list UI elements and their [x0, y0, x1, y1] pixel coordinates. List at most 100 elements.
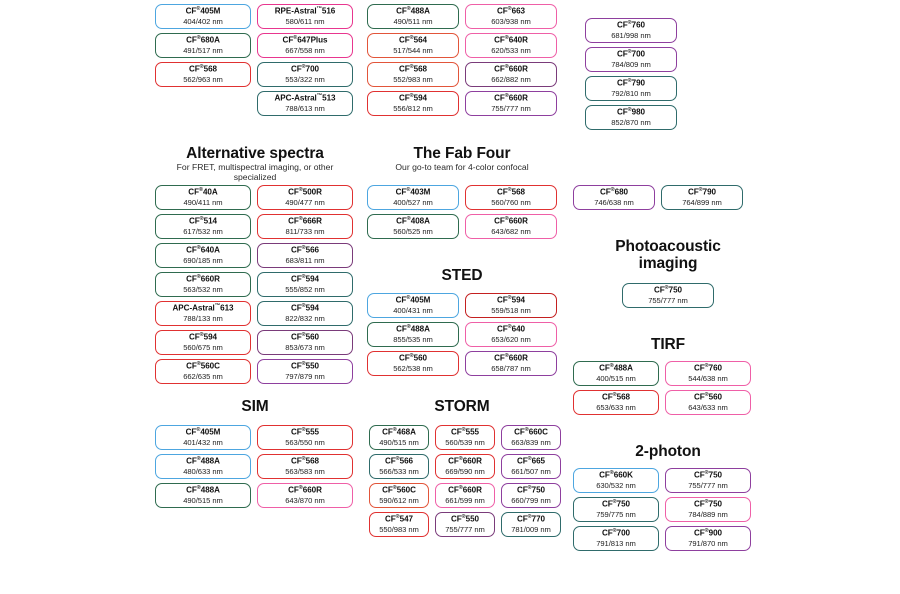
dye-wavelength: 662/635 nm	[183, 372, 223, 382]
dye-name: CF®640A	[186, 245, 220, 255]
dye-wavelength: 792/810 nm	[611, 89, 651, 99]
dye-wavelength: 552/983 nm	[393, 75, 433, 85]
dye-wavelength: 490/511 nm	[393, 17, 433, 27]
section-subtitle: Our go-to team for 4-color confocal	[395, 162, 529, 173]
dye-name: CF®566	[384, 456, 414, 466]
dye-name: RPE-Astral™516	[274, 6, 336, 16]
dye-name: CF®488A	[396, 324, 430, 334]
section-heading-storm: STORM	[367, 398, 557, 415]
dye-wavelength: 580/611 nm	[285, 17, 325, 27]
dye-name: CF®700	[290, 64, 320, 74]
dye-wavelength: 797/879 nm	[285, 372, 325, 382]
dye-wavelength: 683/811 nm	[285, 256, 325, 266]
dye-name: CF®560	[290, 332, 320, 342]
dye-name: CF®750	[693, 499, 723, 509]
section-title: STED	[441, 267, 483, 284]
dye-name: CF®980	[616, 107, 646, 117]
dye-wavelength: 517/544 nm	[393, 46, 433, 56]
dye-name: CF®660R	[494, 353, 528, 363]
dye-wavelength: 560/539 nm	[445, 438, 485, 448]
dye-name: CF®555	[290, 427, 320, 437]
dye-name: CF®640	[496, 324, 526, 334]
